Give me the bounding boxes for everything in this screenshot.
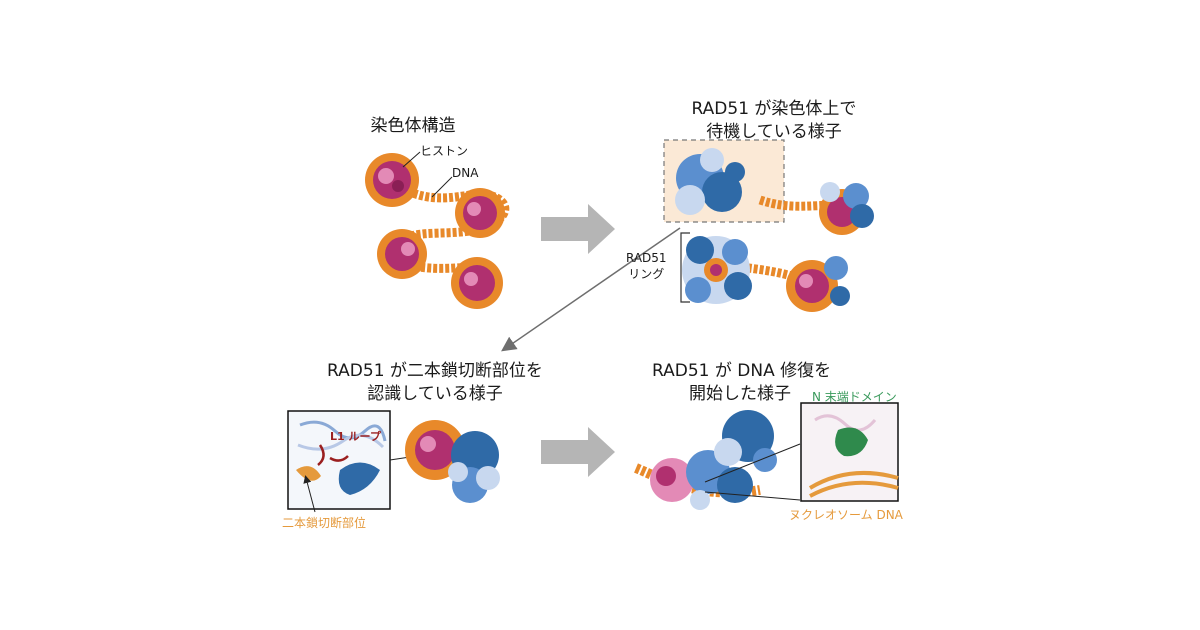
- panel-title-recognition-line2: 認識している様子: [367, 384, 503, 404]
- right-arrow-top: [541, 204, 615, 254]
- label-rad51-ring: RAD51 リング: [626, 250, 667, 282]
- label-histone: ヒストン: [420, 144, 469, 158]
- histone-leader: [402, 151, 421, 168]
- label-rad51-ring-line1: RAD51: [626, 251, 667, 265]
- right-arrow-bottom: [541, 427, 615, 477]
- nucleosome: [455, 188, 505, 238]
- nucleosome-rad51: [650, 410, 777, 510]
- nucleosome-rad51: [405, 420, 500, 503]
- rad51-repair-start: [634, 402, 899, 510]
- dna-leader: [431, 176, 453, 198]
- panel-title-repair: RAD51 が DNA 修復を 開始した様子: [652, 360, 832, 406]
- diagonal-arrow: [501, 227, 681, 352]
- nucleosome: [451, 257, 503, 309]
- label-dsb-site: 二本鎖切断部位: [282, 516, 367, 530]
- inset-domain-cartoon: [808, 414, 899, 498]
- panel-title-waiting: RAD51 が染色体上で 待機している様子: [680, 98, 868, 144]
- chromatin-structure: [365, 151, 510, 309]
- panel-title-chromatin: 染色体構造: [370, 116, 456, 136]
- nucleosome-rad51: [819, 182, 874, 235]
- rad51-waiting-structure: [663, 139, 874, 312]
- nucleosome: [377, 229, 427, 279]
- panel-title-repair-line1: RAD51 が DNA 修復を: [652, 361, 832, 381]
- ring-bracket: [680, 232, 690, 303]
- nucleosome-rad51: [786, 256, 850, 312]
- panel-title-waiting-line1: RAD51 が染色体上で: [691, 99, 857, 119]
- panel-title-recognition: RAD51 が二本鎖切断部位を 認識している様子: [300, 360, 570, 406]
- label-dna: DNA: [452, 166, 479, 180]
- panel-title-waiting-line2: 待機している様子: [706, 122, 842, 142]
- inset-leader: [704, 491, 801, 501]
- nucleosome: [365, 153, 419, 207]
- panel-title-recognition-line1: RAD51 が二本鎖切断部位を: [327, 361, 543, 381]
- dna-linker: [389, 179, 510, 288]
- inset-leader: [704, 443, 801, 483]
- dsb-site-pointer: [303, 475, 316, 513]
- rad51-ring: [682, 236, 752, 304]
- label-nucleosome-dna: ヌクレオソーム DNA: [789, 508, 903, 522]
- label-n-terminal-domain: N 末端ドメイン: [812, 390, 897, 404]
- panel-title-repair-line2: 開始した様子: [689, 384, 791, 404]
- rad51-recognition: [287, 410, 500, 513]
- label-l1-loop: L1 ループ: [330, 430, 381, 443]
- label-rad51-ring-line2: リング: [628, 267, 665, 281]
- inset-protein-cartoon: [296, 420, 387, 495]
- rad51-cluster: [675, 148, 745, 215]
